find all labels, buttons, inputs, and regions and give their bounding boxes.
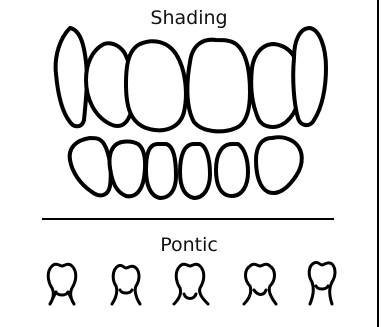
- lower-tooth-3[interactable]: [146, 144, 176, 198]
- lower-tooth-2[interactable]: [110, 142, 146, 197]
- upper-tooth-4[interactable]: [187, 40, 250, 132]
- lower-tooth-5[interactable]: [216, 144, 248, 196]
- lower-tooth-1[interactable]: [70, 138, 111, 195]
- pontic-row: [48, 262, 335, 304]
- upper-tooth-3[interactable]: [126, 41, 186, 130]
- pontic-tooth-1[interactable]: [48, 264, 76, 304]
- upper-tooth-6[interactable]: [293, 28, 326, 125]
- pontic-tooth-5[interactable]: [309, 262, 335, 304]
- lower-tooth-6[interactable]: [256, 137, 302, 193]
- upper-arch: [56, 28, 326, 131]
- lower-tooth-4[interactable]: [180, 144, 210, 198]
- upper-tooth-1[interactable]: [56, 28, 87, 126]
- pontic-tooth-3[interactable]: [174, 264, 208, 304]
- pontic-tooth-2[interactable]: [112, 265, 140, 304]
- lower-arch: [70, 137, 302, 198]
- pontic-tooth-4[interactable]: [244, 264, 276, 304]
